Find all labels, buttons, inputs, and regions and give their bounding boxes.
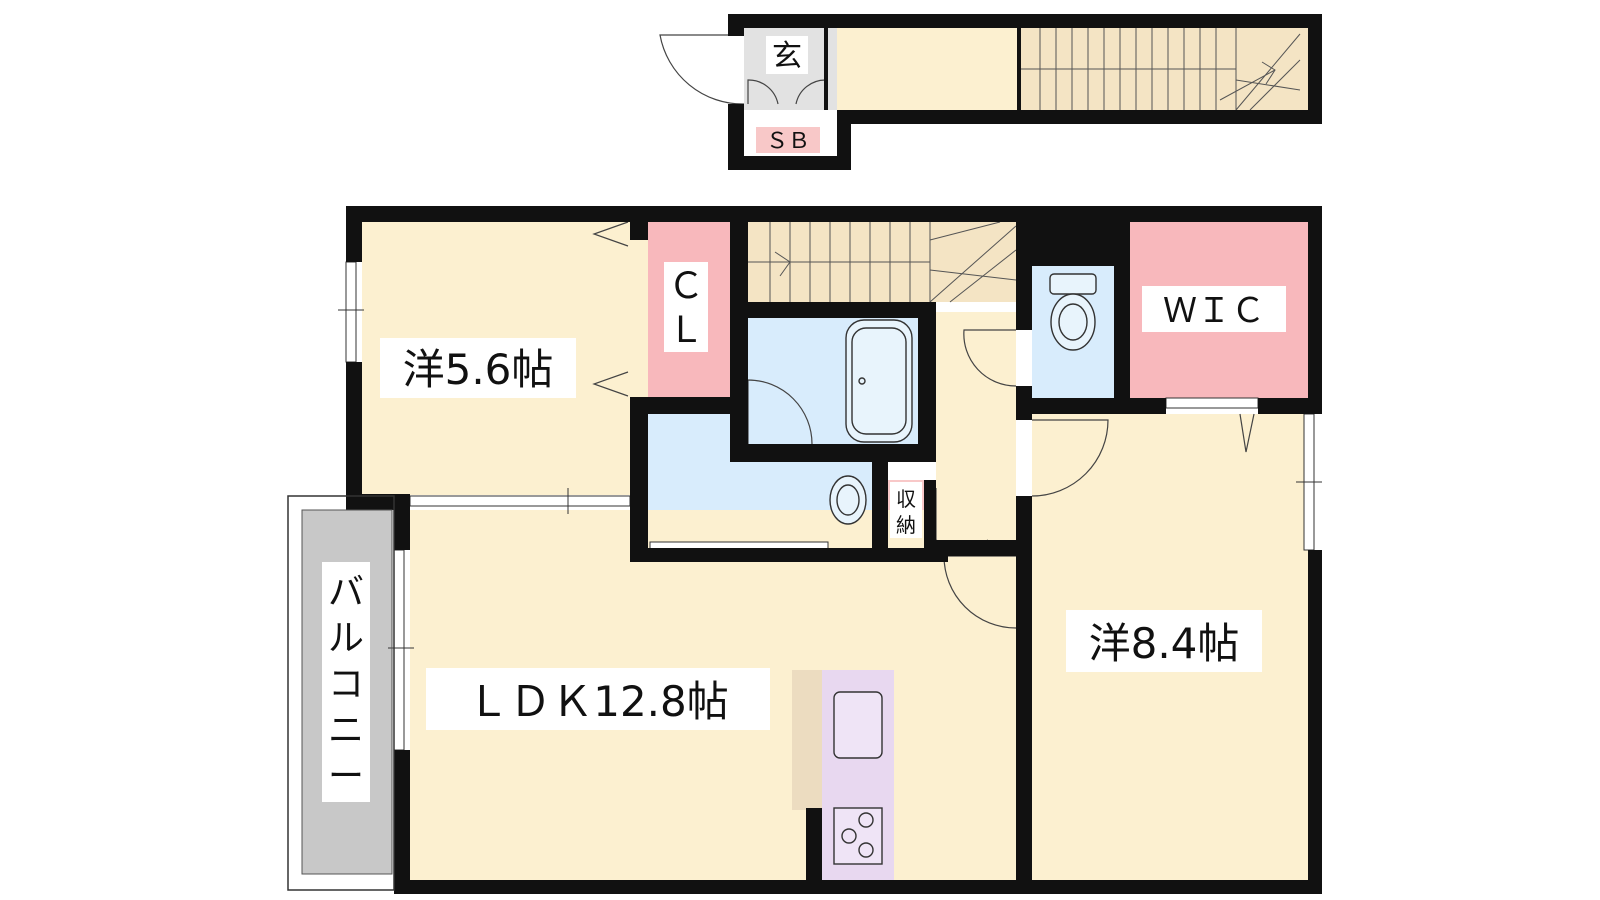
entry-stair-treads: [1021, 28, 1301, 111]
fixtures: [829, 273, 1097, 865]
label-box-room1: [380, 338, 576, 398]
label-closet-c: Ｃ: [668, 266, 704, 307]
label-closet-l: Ｌ: [668, 310, 704, 351]
toilet-wall-top: [1032, 222, 1114, 266]
label-box-storage: [890, 482, 922, 538]
shoebox-wall-bottom: [728, 156, 851, 170]
genkan-divider: [824, 28, 828, 110]
main-wall-right-top: [1308, 206, 1322, 414]
window-ldk-west: [393, 549, 405, 751]
sink-wall-right: [872, 462, 888, 562]
ldk-hall-wall: [936, 540, 1016, 556]
bathroom-wall-right: [918, 302, 936, 462]
kitchen-wall-stub: [806, 808, 822, 880]
entry-wall-bottom: [837, 110, 1322, 124]
entry-wall-top: [728, 14, 1322, 28]
entry-wall-right: [1308, 14, 1322, 124]
washroom-wall-bottom: [630, 548, 948, 562]
room2-wall-north-b: [1258, 398, 1322, 414]
sliding-door-wic: [1165, 397, 1259, 409]
wic-door-marker: [1239, 413, 1255, 453]
label-box-wic: [1142, 286, 1286, 332]
bathtub-icon: [845, 319, 913, 443]
balcony-outline: [287, 495, 395, 891]
bathroom-wall-bottom: [730, 444, 936, 462]
kitchen-sink-icon: [833, 691, 883, 759]
toilet-wic-divider: [1114, 222, 1130, 414]
label-shoebox: ＳＢ: [766, 129, 810, 154]
label-wic: ＷＩＣ: [1163, 291, 1265, 331]
room1-wall-west-b: [346, 362, 362, 510]
label-box-closet: [664, 262, 708, 352]
label-storage-1: 収: [896, 487, 916, 511]
entry-wall-left-bottom: [728, 104, 744, 170]
sliding-door-room1-ldk: [409, 495, 631, 507]
shoebox-wall-right: [837, 110, 851, 170]
entry-wall-left-top: [728, 14, 744, 36]
label-western-room-1: 洋5.6帖: [403, 345, 554, 394]
room1-door-marker-top: [592, 221, 629, 247]
room1-wall-west-a: [346, 206, 362, 262]
main-wall-bottom: [394, 880, 1322, 894]
room2-door-swing: [1031, 419, 1109, 497]
ldk-wall-west-b: [394, 750, 410, 894]
room1-door-marker-bottom: [592, 371, 629, 397]
genkan-shoe-door-left: [747, 79, 779, 105]
label-balcony-2: ル: [328, 618, 364, 659]
label-balcony-4: ニ: [328, 710, 364, 751]
label-box-room2: [1066, 610, 1262, 672]
walls: [346, 14, 1322, 894]
stair-2f-treads: [748, 221, 1017, 303]
storage-wall-right: [924, 480, 936, 562]
sink-icon: [829, 475, 867, 525]
closet-wall-left: [630, 222, 648, 240]
label-box-balcony: [322, 562, 370, 802]
kitchen-side-fill: [792, 670, 822, 810]
label-ldk: ＬＤＫ12.8帖: [467, 677, 729, 726]
washroom-wall-left: [630, 397, 648, 557]
label-balcony-1: バ: [328, 572, 364, 613]
label-storage-2: 納: [896, 513, 916, 537]
main-wall-right-bottom: [1308, 550, 1322, 880]
entry-stair-divider: [1017, 28, 1021, 110]
label-balcony-5: ー: [328, 756, 364, 797]
ldk-door-swing: [943, 555, 1017, 629]
hallway-fill: [936, 312, 1016, 548]
label-balcony-3: コ: [328, 664, 364, 705]
bathroom-wall-top: [748, 302, 936, 318]
toilet-icon: [1049, 273, 1097, 351]
room2-wall-west: [1016, 496, 1032, 894]
stairs: [748, 28, 1301, 303]
label-box-ldk: [426, 668, 770, 730]
closet-wall-bottom: [630, 397, 748, 414]
label-entrance: 玄: [772, 39, 802, 74]
entry-hall-fill: [837, 28, 1021, 110]
closet-wall-right: [730, 222, 748, 458]
entrance-door-swing: [659, 34, 745, 105]
window-room1-west: [345, 261, 357, 363]
label-boxes: [322, 36, 1286, 802]
room2-wall-north-a: [1032, 398, 1166, 414]
label-western-room-2: 洋8.4帖: [1089, 619, 1240, 668]
hall-wall-right-a: [1016, 206, 1032, 330]
bathroom-door-swing: [747, 379, 813, 445]
hall-door-swing: [963, 329, 1017, 387]
label-box-shoebox: [756, 127, 820, 153]
labels: 玄 ＳＢ Ｃ Ｌ ＷＩＣ 洋5.6帖 洋8.4帖 ＬＤＫ12.8帖 収 納 バ …: [328, 39, 1265, 797]
stove-icon: [833, 807, 883, 865]
main-wall-top: [346, 206, 1322, 222]
hall-wall-right-b: [1016, 386, 1032, 420]
label-box-entrance: [766, 36, 808, 74]
